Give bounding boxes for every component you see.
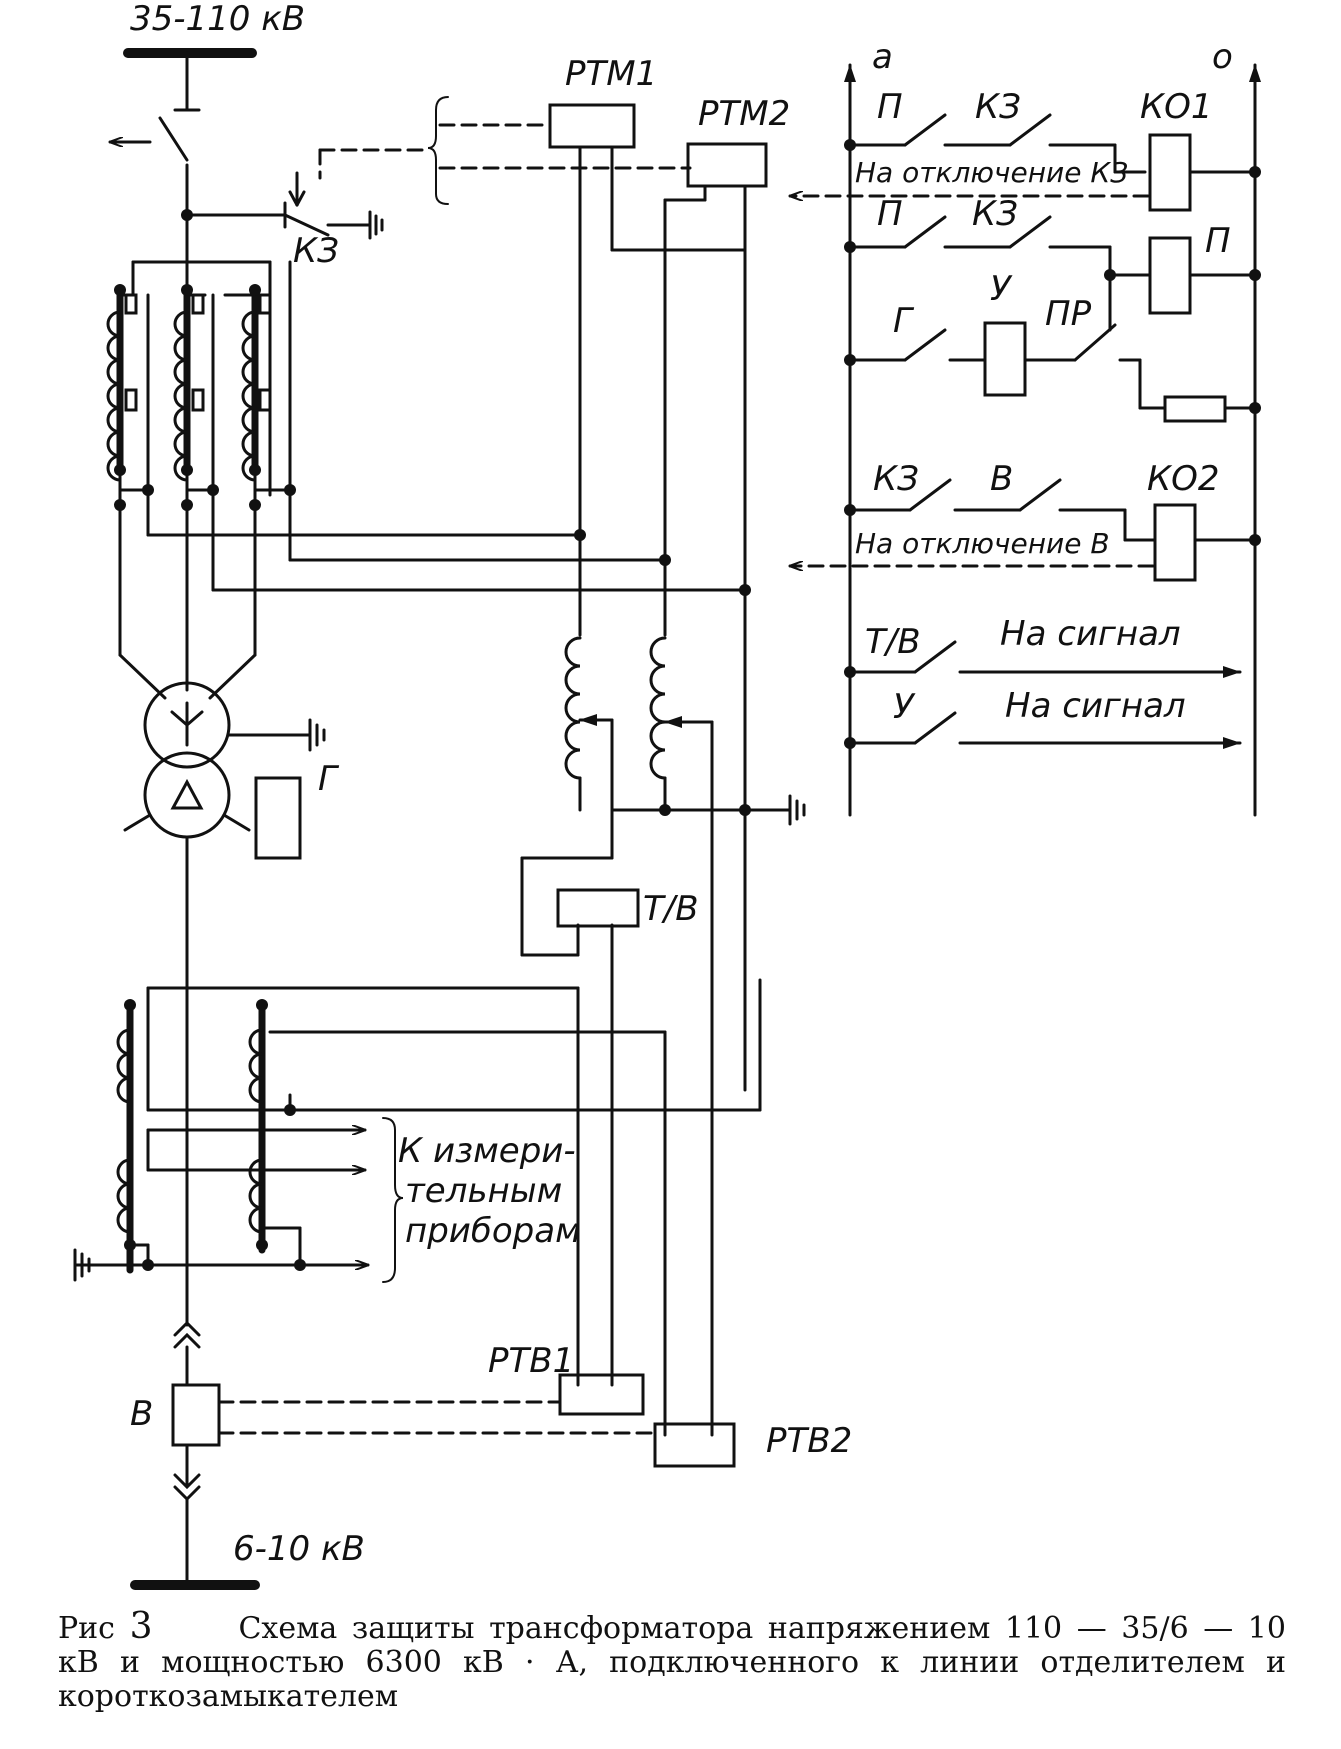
caption-prefix: Рис: [58, 1611, 115, 1646]
control-row-5: [848, 640, 1242, 678]
hv-bus-label: 35-110 кВ: [130, 0, 305, 39]
tv-relay-label: Т/В: [643, 889, 699, 929]
gas-relay-label: Г: [318, 759, 340, 799]
row6-contact-label: У: [893, 687, 916, 727]
row1-contact2-label: КЗ: [975, 87, 1021, 127]
row3-contact2-label: ПР: [1045, 294, 1092, 334]
row4-contact2-label: В: [990, 459, 1013, 499]
tv-relay-wiring: [520, 856, 614, 1387]
row2-contact1-label: П: [877, 194, 903, 234]
control-row-4: [788, 478, 1257, 582]
rtm1-label: РТМ1: [565, 54, 657, 94]
short-circuiter-label: КЗ: [293, 231, 339, 271]
power-transformer: [118, 653, 326, 1327]
measuring-instruments-line-2: тельным: [405, 1171, 562, 1211]
row1-contact1-label: П: [877, 87, 903, 127]
instruments-brace: [382, 1117, 404, 1283]
row3-contact1-label: Г: [893, 301, 915, 341]
hv-current-transformers: [106, 260, 292, 692]
row2-coil-label: П: [1205, 221, 1231, 261]
breaker: [171, 1320, 221, 1587]
measuring-instruments-line-3: приборам: [405, 1211, 581, 1251]
control-row-1: [788, 113, 1257, 212]
row4-coil-label: КО2: [1147, 459, 1220, 499]
control-row-2: [848, 215, 1257, 315]
relay-rtm1: [548, 103, 636, 149]
lv-bus-label: 6-10 кВ: [233, 1529, 365, 1569]
relay-rtv1: [558, 1373, 645, 1416]
differential-relay-windings: [564, 636, 806, 1437]
row5-contact-label: Т/В: [865, 622, 921, 662]
relay-tv: [556, 888, 640, 928]
protection-scheme-diagram: 35-110 кВ КЗ РТМ1 РТМ2 Г Т/В РТВ1 РТВ2 В…: [73, 0, 1261, 1590]
rtm-wiring: [578, 145, 747, 1092]
row6-note: На сигнал: [1005, 686, 1186, 726]
row2-contact2-label: КЗ: [972, 194, 1018, 234]
relay-rtv2: [653, 1422, 736, 1468]
breaker-trip-links: [217, 1400, 657, 1435]
gas-relay: [254, 776, 302, 860]
caption-number: 3: [129, 1606, 153, 1647]
bus-a-label: а: [872, 37, 893, 77]
row4-contact1-label: КЗ: [873, 459, 919, 499]
rtm2-label: РТМ2: [698, 94, 790, 134]
hv-ct-wiring: [146, 533, 747, 592]
row3-coil-label: У: [990, 269, 1013, 309]
kz-drive-links: [318, 123, 692, 180]
control-row-6: [848, 711, 1242, 749]
junction-dots: [114, 139, 1261, 1271]
bus-o-label: о: [1212, 37, 1233, 77]
breaker-label: В: [130, 1394, 153, 1434]
rtv2-label: РТВ2: [766, 1421, 852, 1461]
row5-note: На сигнал: [1000, 614, 1181, 654]
rtv1-label: РТВ1: [488, 1341, 574, 1381]
hv-busbar: [123, 48, 257, 112]
caption-text: Схема защиты трансформатора напряжением …: [58, 1611, 1286, 1714]
row4-note: На отключение В: [855, 527, 1110, 560]
measuring-instruments-line-1: К измери-: [398, 1131, 576, 1171]
relay-rtm2: [686, 142, 768, 188]
lv-current-transformers: [73, 978, 762, 1437]
short-circuiter: [185, 171, 384, 240]
disconnector: [108, 116, 189, 297]
row1-coil-label: КО1: [1140, 87, 1213, 127]
row1-note: На отключение КЗ: [855, 156, 1128, 189]
